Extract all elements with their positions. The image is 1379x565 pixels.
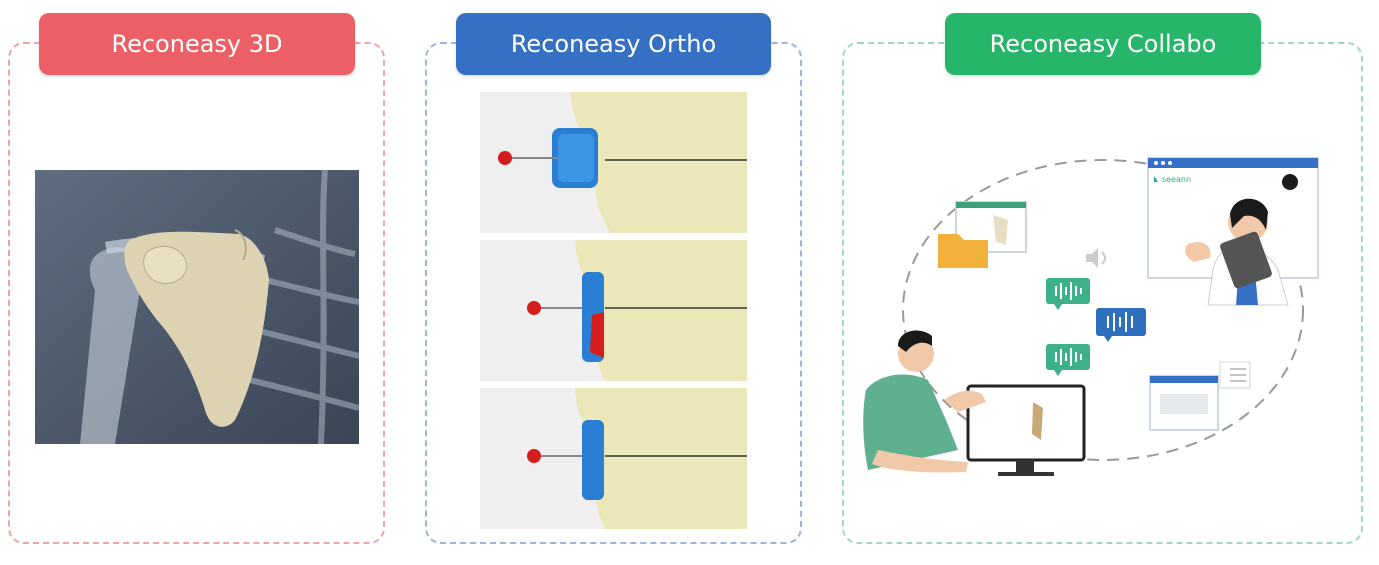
reconeasy-collabo-title: Reconeasy Collabo — [945, 13, 1261, 75]
speaker-icon — [1086, 248, 1106, 268]
reconeasy-ortho-title: Reconeasy Ortho — [456, 13, 771, 75]
monitor — [966, 384, 1086, 476]
scapula-3d-image — [35, 170, 359, 444]
folder-icon — [938, 201, 1027, 268]
ortho-step-1-image — [480, 92, 747, 233]
ortho-step-2-image — [480, 240, 747, 381]
doctor-figure — [1185, 174, 1298, 306]
reconeasy-3d-title: Reconeasy 3D — [39, 13, 355, 75]
man-figure — [863, 330, 986, 473]
checklist-icon — [1149, 361, 1251, 431]
audio-wave-icon — [1046, 278, 1146, 376]
collabo-illustration: seeann — [858, 150, 1348, 490]
ortho-step-3-image — [480, 388, 747, 529]
svg-text:seeann: seeann — [1162, 175, 1191, 184]
